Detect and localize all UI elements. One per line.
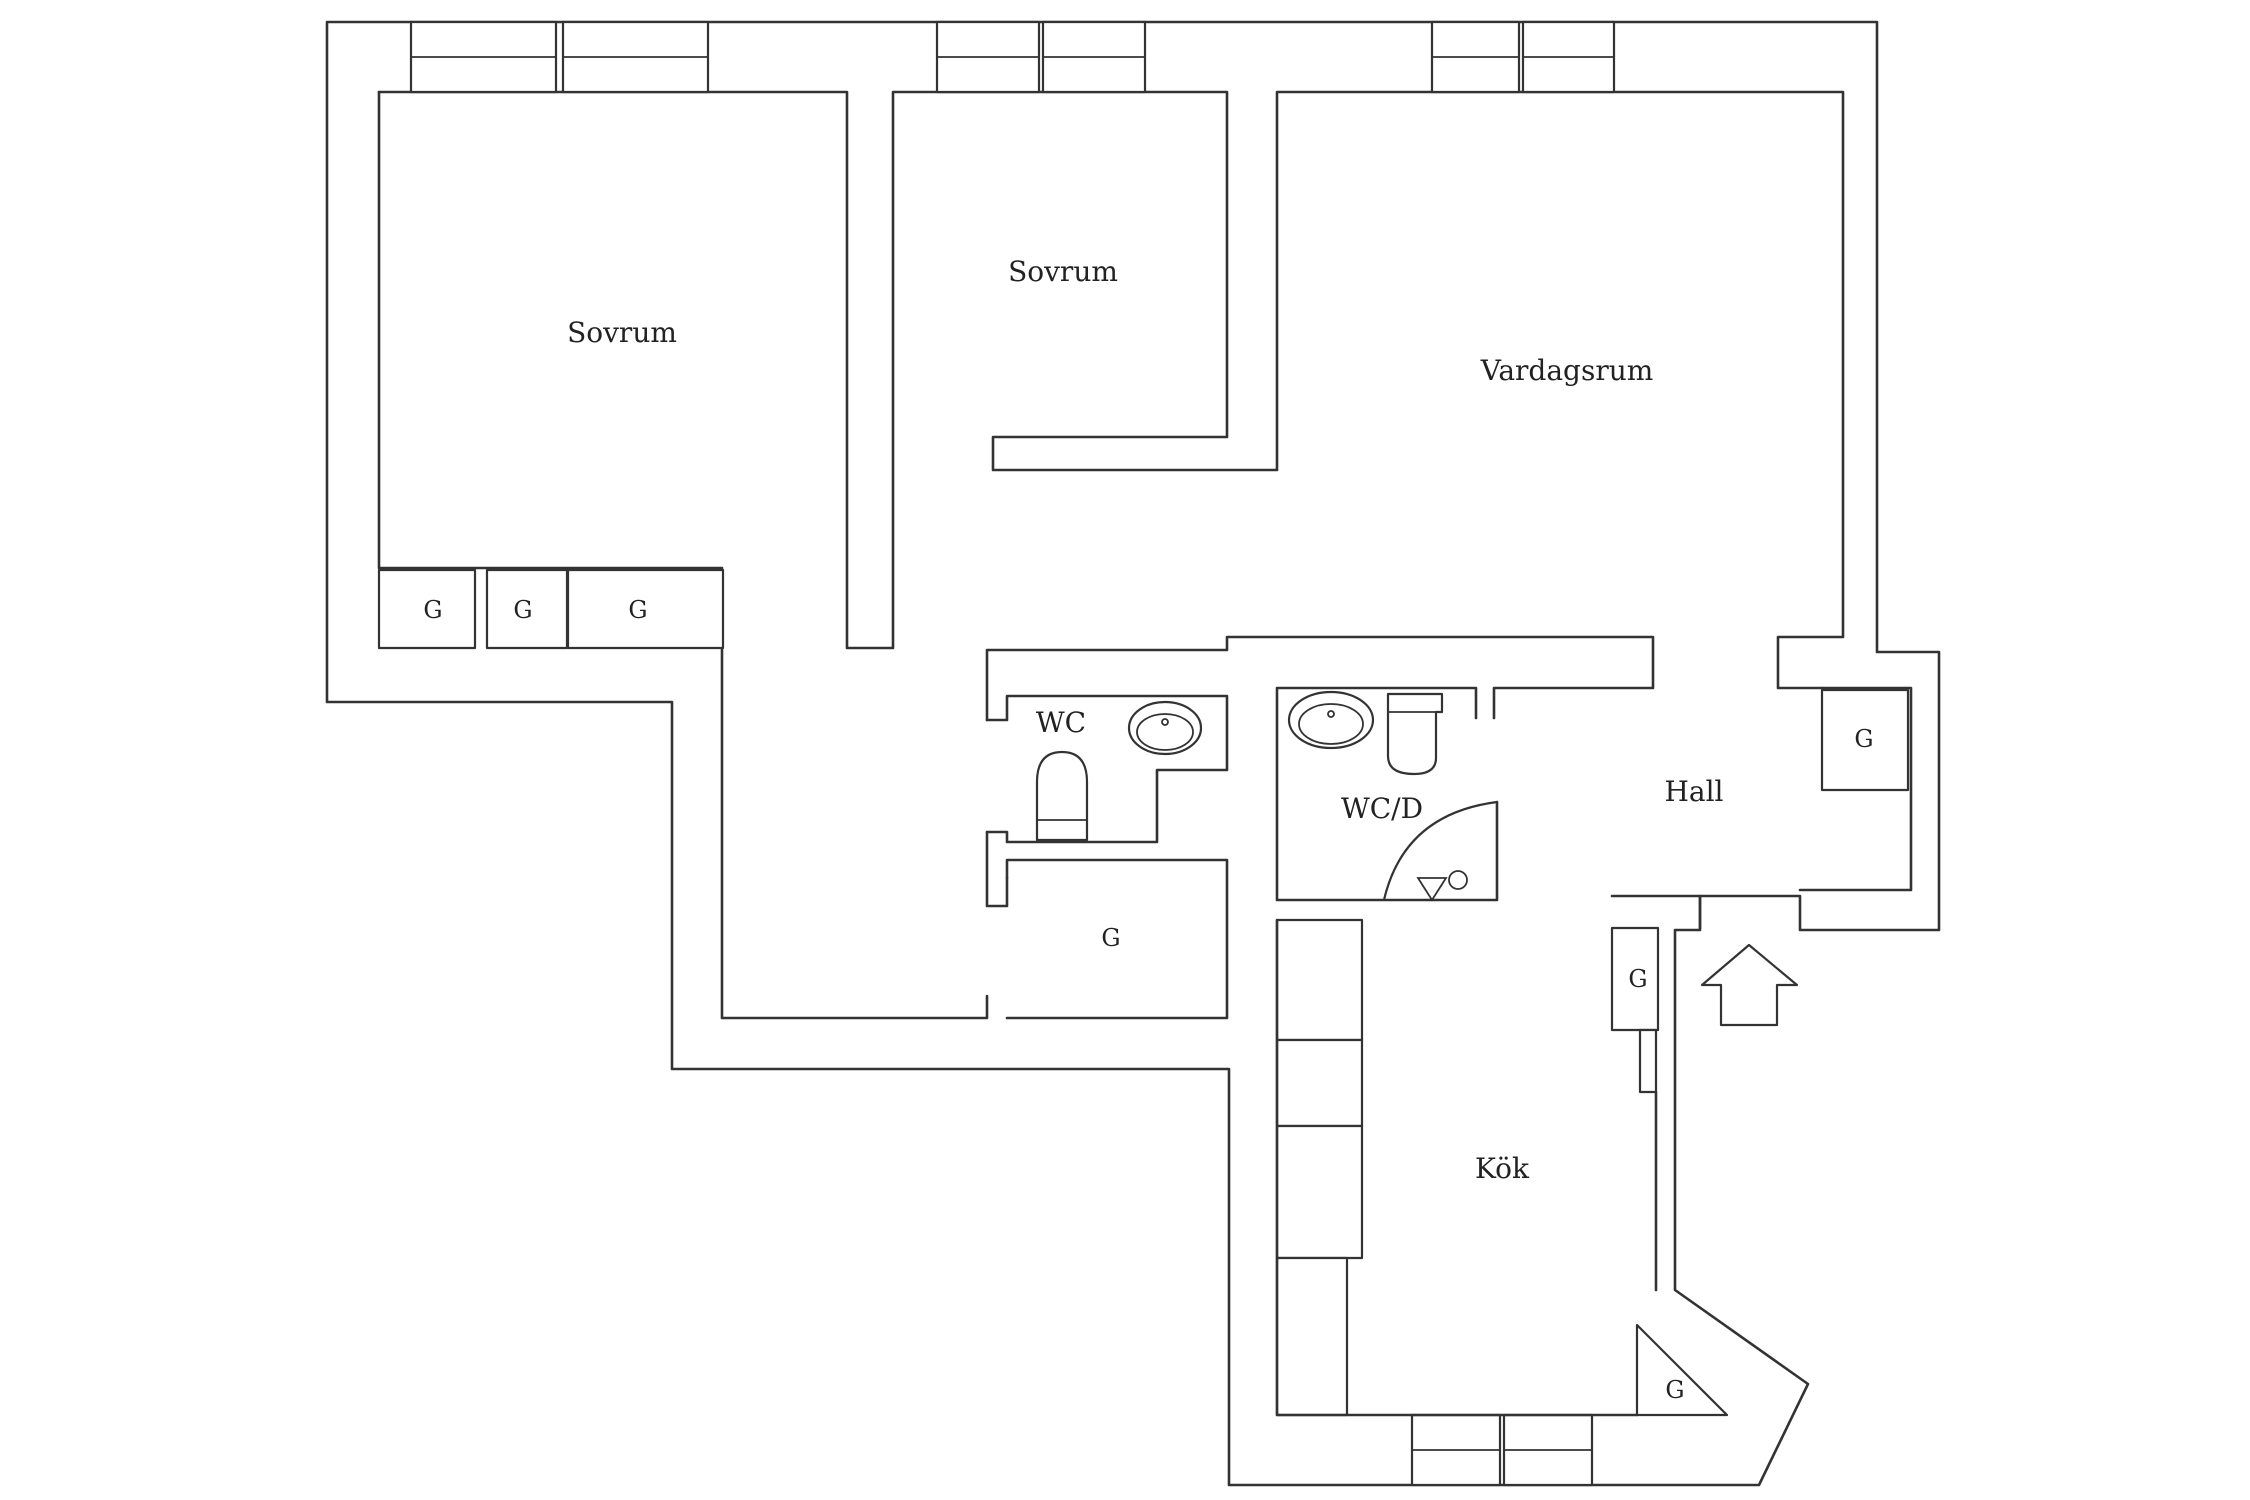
wardrobe bbox=[377, 568, 477, 650]
inner-wall-outline bbox=[1275, 918, 1639, 1417]
inner-wall-outline bbox=[985, 830, 1009, 908]
inner-wall-outline bbox=[377, 90, 989, 1020]
room-label-hall: Hall bbox=[1664, 775, 1723, 808]
storage-label: G bbox=[1628, 965, 1647, 993]
inner-wall-outline bbox=[1275, 686, 1499, 902]
storage-label: G bbox=[1854, 725, 1873, 753]
storage-label: G bbox=[513, 596, 532, 624]
storage-label: G bbox=[628, 596, 647, 624]
hall-storage bbox=[1820, 688, 1910, 792]
inner-wall-outline bbox=[377, 90, 1845, 690]
entrance-arrow-icon bbox=[1700, 943, 1799, 1027]
room-label-vardagsrum: Vardagsrum bbox=[1480, 354, 1654, 387]
kitchen-counter bbox=[1275, 1038, 1364, 1128]
inner-wall-outline bbox=[985, 635, 1655, 722]
storage-label: G bbox=[1101, 924, 1120, 952]
cabinet bbox=[1610, 926, 1660, 1032]
kitchen-counter bbox=[1275, 1256, 1349, 1417]
inner-wall-outline bbox=[985, 694, 1229, 844]
inner-wall-outline bbox=[1610, 894, 1702, 930]
room-label-kok: Kök bbox=[1475, 1152, 1530, 1185]
kitchen-counter bbox=[1275, 918, 1364, 1042]
wall-stub bbox=[1638, 1028, 1658, 1094]
room-label-wc: WC bbox=[1036, 706, 1086, 739]
sink-icon bbox=[1127, 700, 1203, 756]
room-label-sovrum-1: Sovrum bbox=[567, 316, 677, 349]
storage-label: G bbox=[1665, 1376, 1684, 1404]
wardrobe bbox=[566, 568, 725, 650]
room-label-sovrum-2: Sovrum bbox=[1008, 255, 1118, 288]
toilet-icon bbox=[1035, 750, 1089, 842]
storage-label: G bbox=[423, 596, 442, 624]
toilet-icon bbox=[1386, 692, 1444, 776]
kitchen-counter bbox=[1275, 1124, 1364, 1260]
sink-icon bbox=[1287, 690, 1375, 750]
room-label-wc-d: WC/D bbox=[1341, 792, 1423, 825]
inner-wall-outline bbox=[1005, 858, 1229, 1020]
outer-wall bbox=[325, 20, 1941, 1487]
inner-wall-outline bbox=[1798, 686, 1913, 892]
shower-icon bbox=[1382, 800, 1499, 902]
